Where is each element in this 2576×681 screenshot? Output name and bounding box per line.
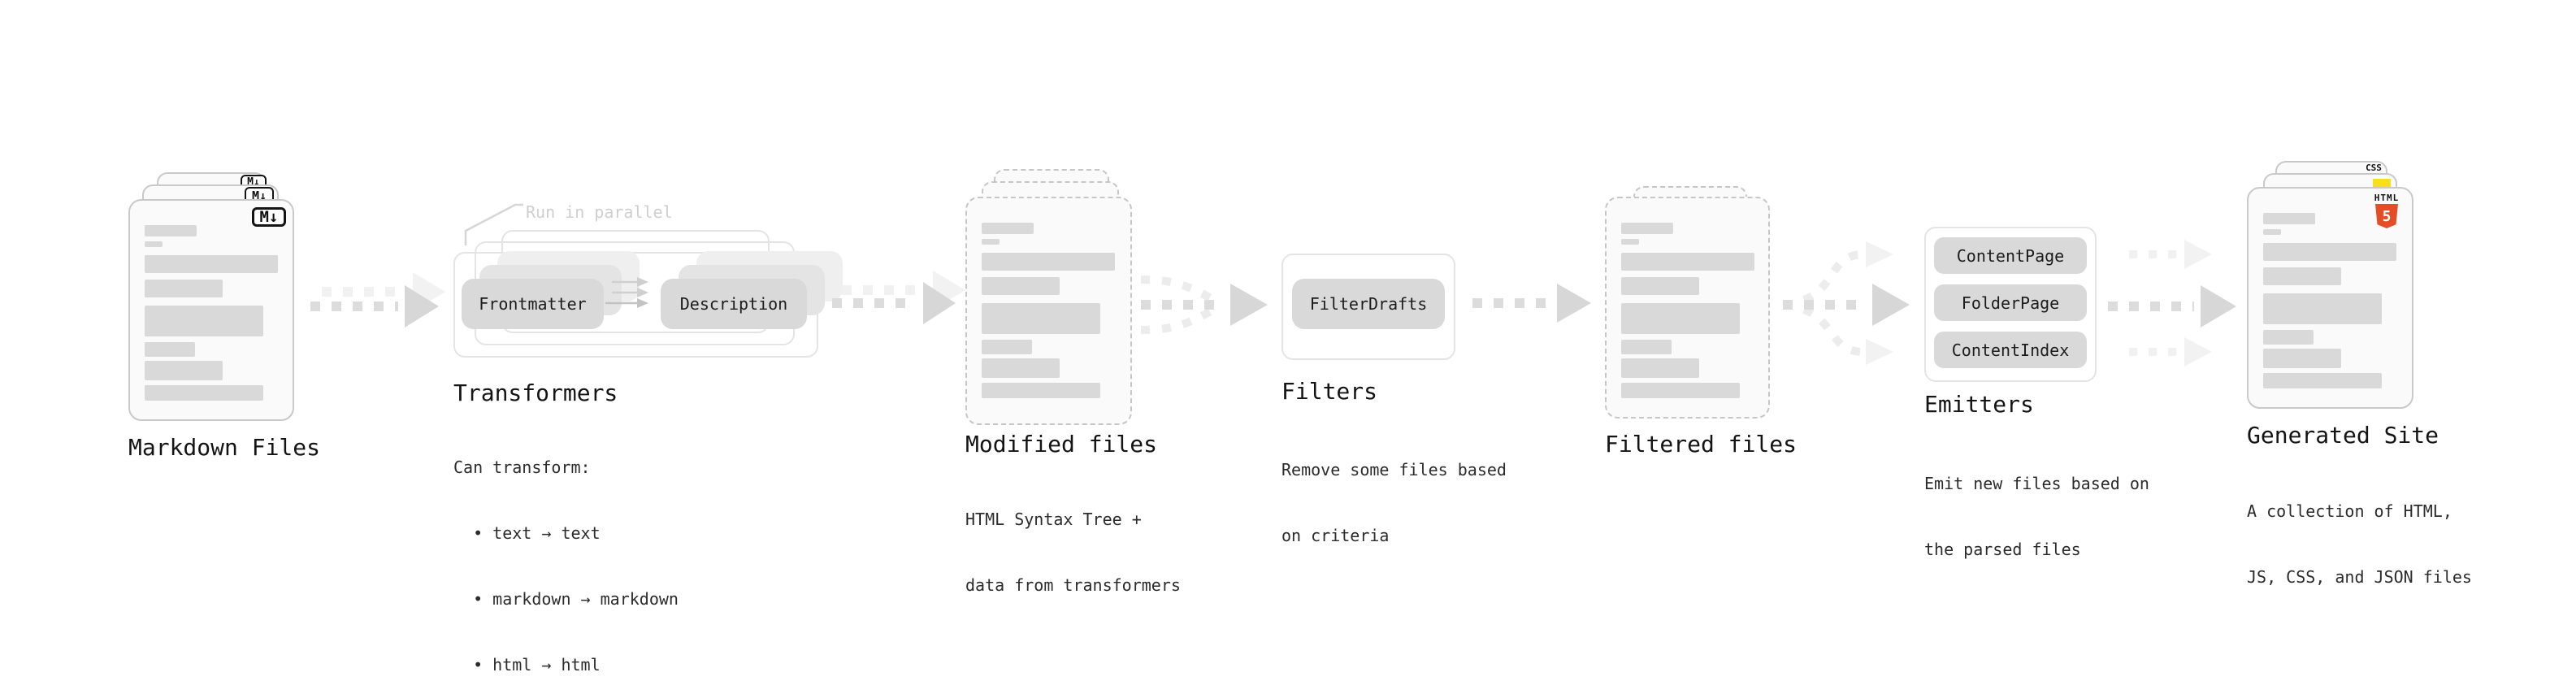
arrow-filtered-to-emitters-diverge [1783,241,1910,365]
stage-title-emitters: Emitters [1924,391,2034,418]
js-file-icon [2373,179,2391,189]
contentpage-pill: ContentPage [1934,237,2087,274]
document-text-lines [1621,223,1754,398]
stage-note-transformers: Can transform: • text → text • markdown … [453,458,679,674]
filterdrafts-pill: FilterDrafts [1292,279,1445,329]
arrow-modified-to-filters-merge [1140,275,1268,334]
frontmatter-pill: Frontmatter [462,279,604,329]
filtered-doc-front [1605,197,1770,419]
arrow-filters-to-filtered [1472,284,1591,323]
run-in-parallel-label: Run in parallel [526,202,673,222]
modified-doc-front [965,197,1132,425]
stage-title-generated-site: Generated Site [2247,422,2439,449]
document-text-lines [982,223,1115,398]
document-text-lines [2263,213,2396,388]
generated-doc-html: HTML 5 [2247,187,2413,409]
stage-note-emitters: Emit new files based on the parsed files [1924,474,2149,559]
markdown-doc-front: M↓ [128,199,294,421]
stage-title-filters: Filters [1281,378,1378,405]
stage-title-transformers: Transformers [453,380,618,406]
markdown-icon: M↓ [252,207,286,227]
stage-note-filters: Remove some files based on criteria [1281,460,1507,545]
document-text-lines [145,225,278,401]
stage-title-modified-files: Modified files [965,431,1158,458]
stage-note-generated-site: A collection of HTML, JS, CSS, and JSON … [2247,501,2472,587]
arrow-transformers-to-modified [832,271,965,324]
html5-icon: HTML 5 [2368,193,2405,228]
arrow-emitters-to-generated [2108,240,2236,367]
stage-title-markdown-files: Markdown Files [128,434,321,461]
description-pill: Description [661,279,807,329]
contentindex-pill: ContentIndex [1934,332,2087,368]
filters-box [1281,254,1455,360]
folderpage-pill: FolderPage [1934,284,2087,321]
arrow-markdown-to-transformers [310,272,445,327]
stage-title-filtered-files: Filtered files [1605,431,1798,458]
emitters-box [1924,227,2097,382]
stage-note-modified-files: HTML Syntax Tree + data from transformer… [965,510,1181,595]
